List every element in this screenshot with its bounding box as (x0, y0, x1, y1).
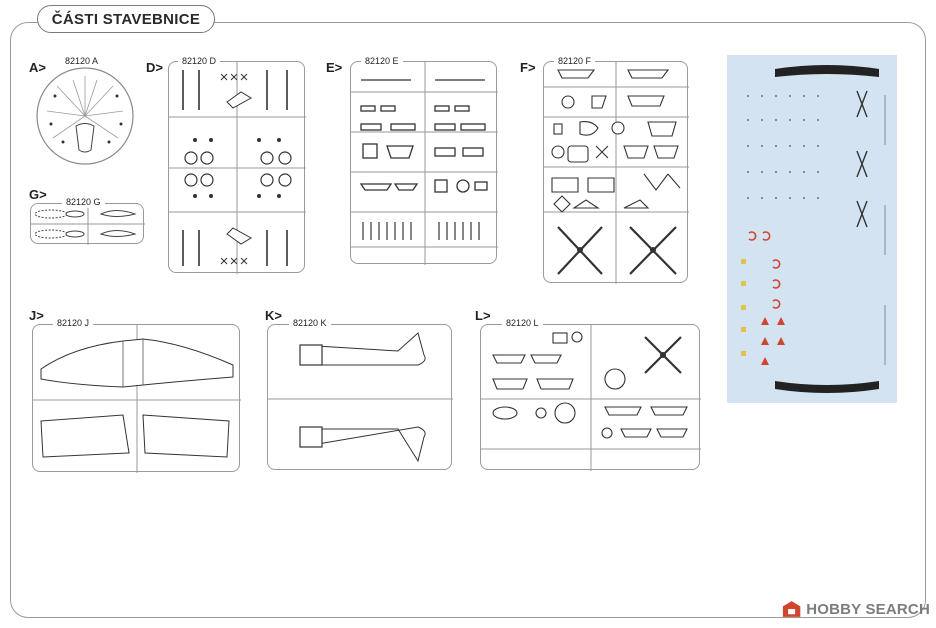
sprue-code-j: 82120 J (53, 318, 94, 329)
sprue-j (32, 324, 241, 473)
sprue-code-g: 82120 G (62, 197, 105, 208)
section-label-d: D> (146, 60, 163, 75)
sprue-a (33, 66, 137, 166)
sprue-code-l: 82120 L (502, 318, 543, 329)
section-label-a: A> (29, 60, 46, 75)
section-label-l: L> (475, 308, 491, 323)
page-title: ČÁSTI STAVEBNICE (37, 5, 215, 33)
watermark-text: HOBBY SEARCH (806, 600, 930, 618)
sprue-j-drawing (33, 325, 241, 473)
watermark: HOBBY SEARCH (782, 598, 930, 620)
sprue-code-d: 82120 D (178, 56, 221, 67)
sprue-e-drawing (351, 62, 498, 265)
sprue-code-k: 82120 K (289, 318, 331, 329)
sprue-f-drawing (544, 62, 689, 284)
sprue-a-drawing (36, 67, 134, 165)
section-label-k: K> (265, 308, 282, 323)
section-label-e: E> (326, 60, 343, 75)
sprue-k (267, 324, 453, 470)
decal-sheet (727, 55, 897, 403)
sprue-e (350, 61, 498, 265)
sprue-l-drawing (481, 325, 701, 471)
sprue-g (30, 203, 145, 245)
sprue-code-f: 82120 F (554, 56, 596, 67)
sprue-code-a: 82120 A (61, 56, 103, 67)
section-label-j: J> (29, 308, 44, 323)
kit-parts-frame (10, 22, 926, 618)
sprue-k-drawing (268, 332, 453, 463)
sprue-d (168, 61, 306, 274)
sprue-g-drawing (31, 204, 145, 245)
section-label-f: F> (520, 60, 536, 75)
decal-sheet-drawing (741, 65, 886, 393)
sprue-d-drawing (169, 62, 306, 274)
hobbysearch-logo-icon (782, 601, 801, 617)
sprue-l (480, 324, 701, 471)
sprue-code-e: 82120 E (361, 56, 403, 67)
sprue-f (543, 61, 689, 284)
section-label-g: G> (29, 187, 47, 202)
